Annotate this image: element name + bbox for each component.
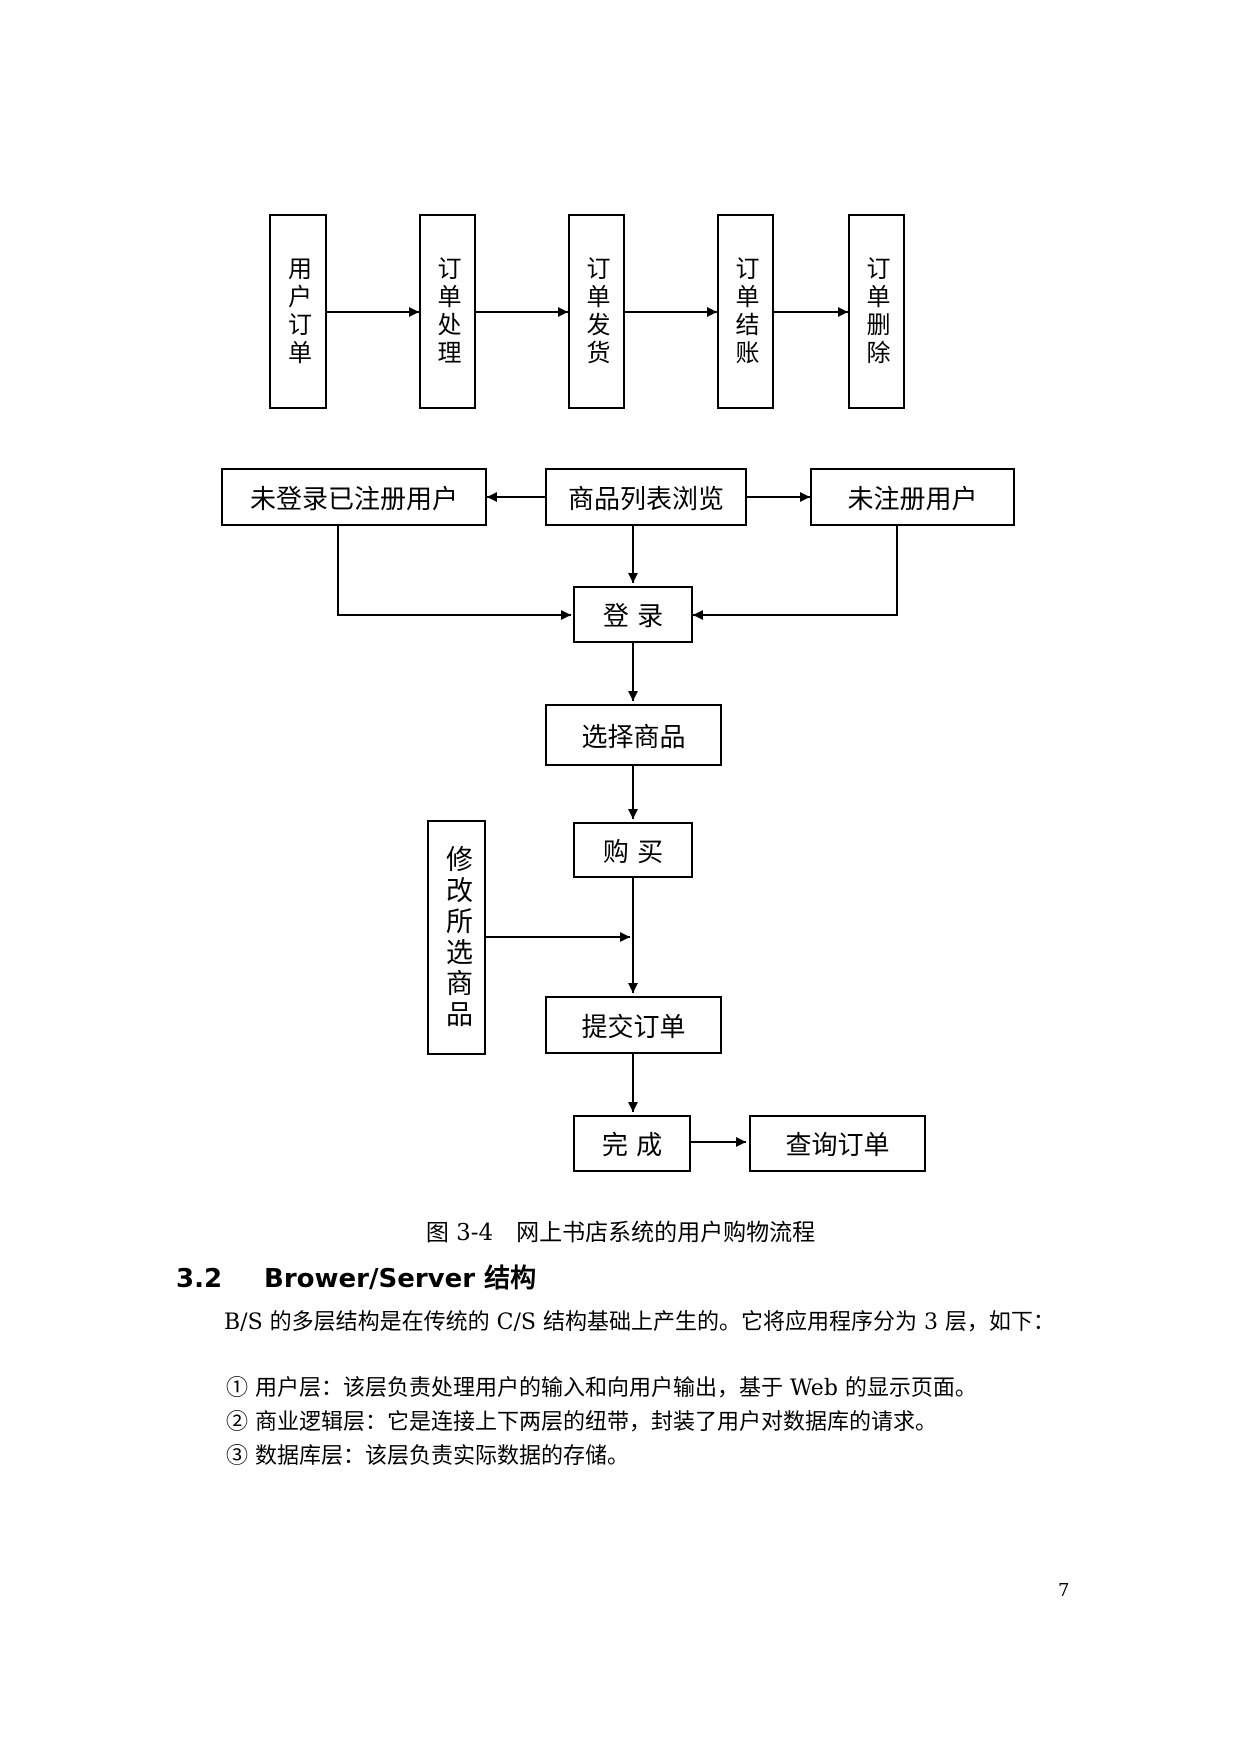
box-submit-order: 提交订单 [545, 996, 722, 1054]
list-item: ③ 数据库层：该层负责实际数据的存储。 [226, 1444, 629, 1469]
box-browse-products: 商品列表浏览 [545, 468, 747, 526]
section-title: Brower/Server 结构 [264, 1264, 537, 1294]
figure-caption: 图 3-4 网上书店系统的用户购物流程 [425, 1220, 816, 1246]
box-order-delete: 订单删除 [848, 214, 905, 409]
box-unregistered-user: 未注册用户 [810, 468, 1015, 526]
box-order-processing: 订单处理 [419, 214, 476, 409]
body-paragraph-text: B/S 的多层结构是在传统的 C/S 结构基础上产生的。它将应用程序分为 3 层… [224, 1310, 1055, 1335]
section-heading: 3.2 Brower/Server 结构 [176, 1258, 536, 1295]
box-login: 登 录 [573, 586, 693, 643]
list-item: ② 商业逻辑层：它是连接上下两层的纽带，封装了用户对数据库的请求。 [226, 1410, 937, 1435]
box-buy: 购 买 [573, 822, 693, 878]
box-complete: 完 成 [573, 1115, 691, 1172]
list-item: ① 用户层：该层负责处理用户的输入和向用户输出，基于 Web 的显示页面。 [226, 1376, 977, 1401]
box-user-order: 用户订单 [269, 214, 327, 409]
box-select-products: 选择商品 [545, 704, 722, 766]
box-query-order: 查询订单 [749, 1115, 926, 1172]
box-modify-selection: 修改所选商品 [427, 820, 486, 1055]
body-paragraph: B/S 的多层结构是在传统的 C/S 结构基础上产生的。它将应用程序分为 3 层… [176, 1307, 1076, 1339]
page-number: 7 [1058, 1580, 1070, 1601]
box-order-shipping: 订单发货 [568, 214, 625, 409]
section-number: 3.2 [176, 1264, 223, 1294]
box-unregistered-login-user: 未登录已注册用户 [221, 468, 487, 526]
box-order-checkout: 订单结账 [717, 214, 774, 409]
layer-list: ① 用户层：该层负责处理用户的输入和向用户输出，基于 Web 的显示页面。 ② … [226, 1372, 977, 1474]
